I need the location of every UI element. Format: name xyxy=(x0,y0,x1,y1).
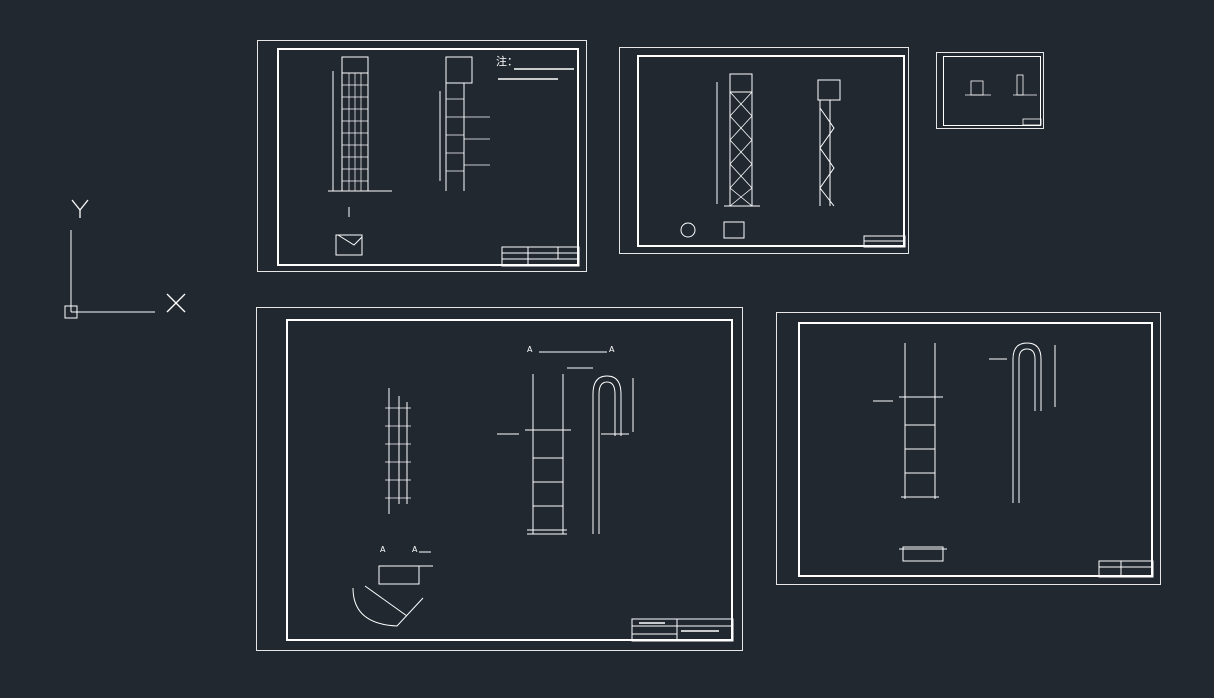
section-label-a-right-2: A xyxy=(412,545,418,554)
sheet-2-cage-ladder-drawing xyxy=(680,73,906,248)
drawing-sheet-3[interactable] xyxy=(936,52,1044,129)
ucs-origin-icon xyxy=(64,199,186,319)
drawing-sheet-2[interactable] xyxy=(619,47,909,254)
sheet-3-detail-drawing xyxy=(965,74,1042,126)
ucs-icon: Y X xyxy=(55,190,195,330)
sheet-3-border xyxy=(943,56,1041,126)
sheet-1-note-title: 注： xyxy=(496,55,518,68)
sheet-2-border xyxy=(637,55,905,247)
drawing-sheet-5[interactable] xyxy=(776,312,1161,585)
sheet-4-border xyxy=(286,319,733,641)
section-label-a-left-2: A xyxy=(380,545,386,554)
section-label-a-right: A xyxy=(609,345,615,354)
sheet-5-ladder-drawing xyxy=(873,342,1154,578)
section-label-a-left: A xyxy=(527,345,533,354)
drawing-sheet-1[interactable]: 注： xyxy=(257,40,587,272)
sheet-1-border xyxy=(277,48,579,266)
sheet-5-border xyxy=(798,322,1153,577)
drawing-sheet-4[interactable]: A A A A xyxy=(256,307,743,651)
sheet-4-ladder-drawing xyxy=(352,351,734,642)
sheet-1-ladder-drawing xyxy=(328,56,580,267)
